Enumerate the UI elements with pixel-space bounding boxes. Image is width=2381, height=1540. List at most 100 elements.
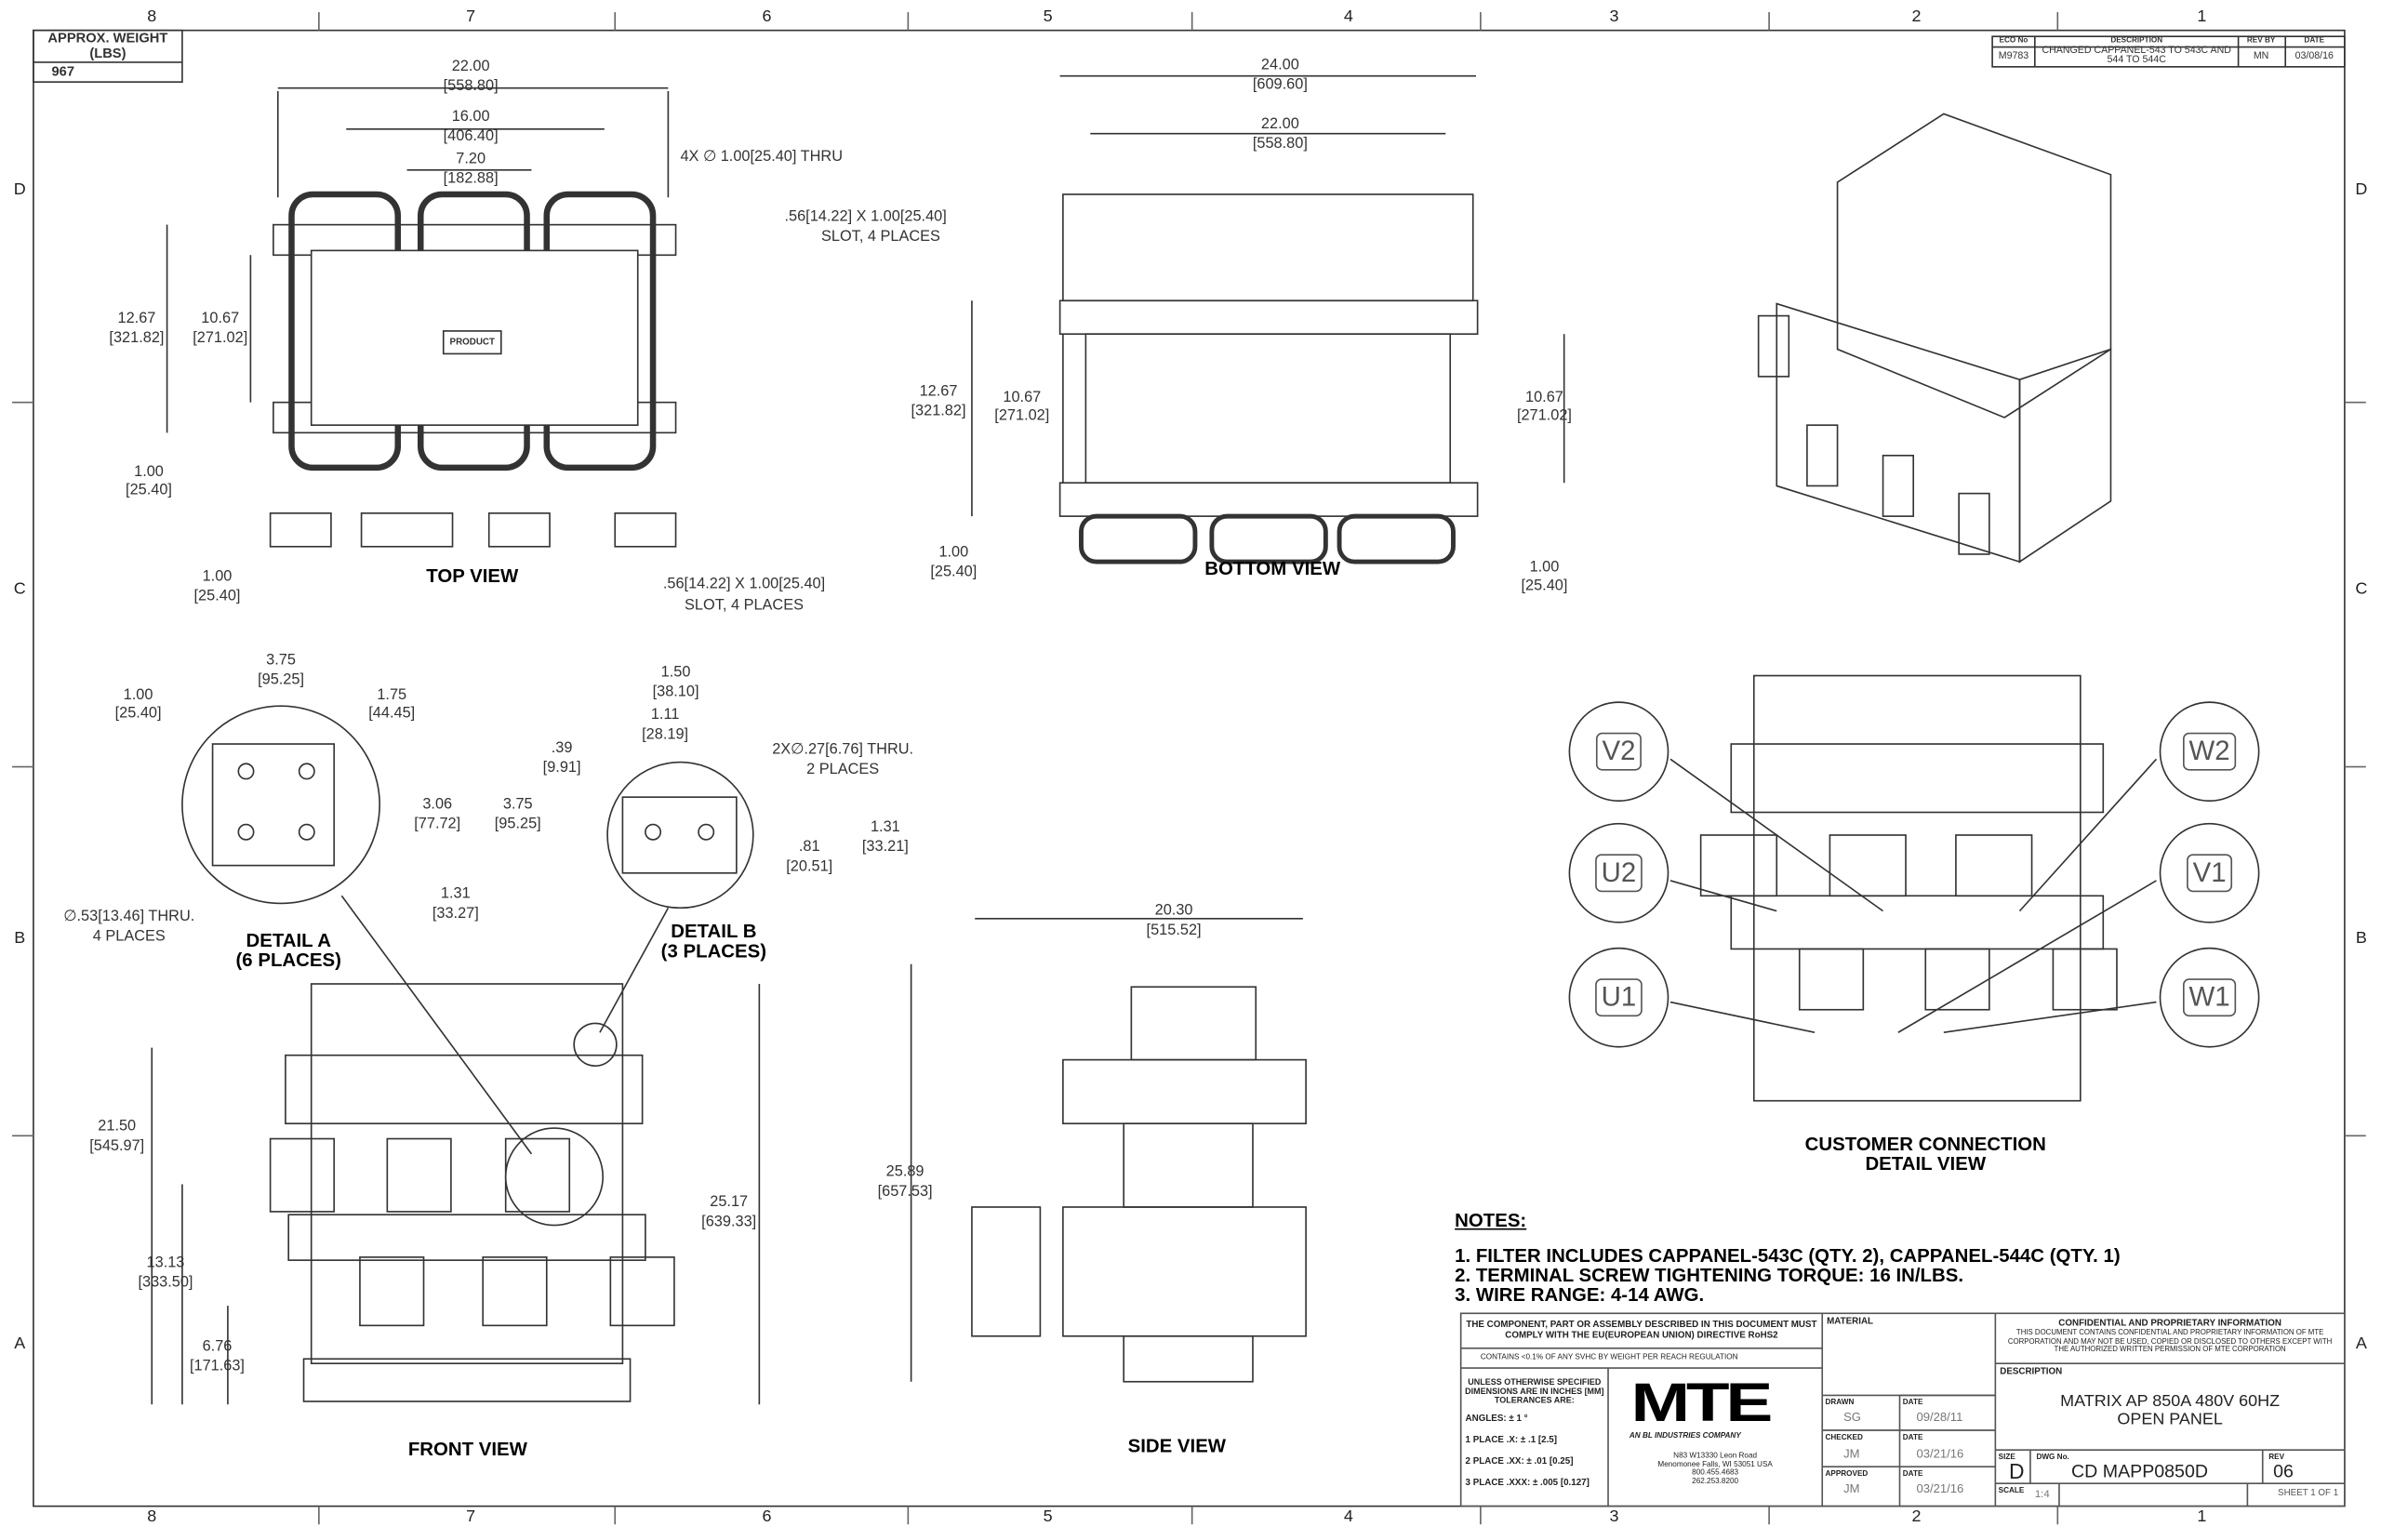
address-line: 800.455.4683 <box>1692 1467 1739 1478</box>
zone-col: 8 <box>147 1507 157 1526</box>
detail-a-drawing <box>181 705 533 1155</box>
confidential-text: THIS DOCUMENT CONTAINS CONFIDENTIAL AND … <box>2007 1330 2333 1355</box>
rev-eco: M9783 <box>1998 50 2029 62</box>
dim: [95.25] <box>494 816 541 833</box>
dim: [182.88] <box>443 170 499 188</box>
checked-label: CHECKED <box>1825 1433 1863 1443</box>
dim: [38.10] <box>652 684 699 701</box>
dim: 2 PLACES <box>806 761 880 778</box>
side-view-drawing <box>910 917 1307 1383</box>
reach-statement: CONTAINS <0.1% OF ANY SVHC BY WEIGHT PER… <box>1480 1352 1738 1362</box>
dim: [515.52] <box>1146 922 1202 939</box>
zone-col: 7 <box>466 7 476 26</box>
rev-by: MN <box>2253 50 2269 62</box>
material-label: MATERIAL <box>1827 1318 1874 1327</box>
address-line: 262.253.8200 <box>1692 1476 1739 1486</box>
dim: 6.76 <box>202 1338 233 1356</box>
dwg-label: DWG No. <box>2036 1453 2069 1463</box>
scale-value: 1:4 <box>2034 1489 2050 1501</box>
connection-label: U1 <box>1595 978 1643 1017</box>
approved-by: JM <box>1843 1481 1860 1496</box>
dim: 1.31 <box>440 885 471 903</box>
dim: 12.67 <box>117 310 156 327</box>
notes-title: NOTES: <box>1455 1210 1527 1232</box>
note-item: 2. TERMINAL SCREW TIGHTENING TORQUE: 16 … <box>1455 1265 1964 1286</box>
dim: .56[14.22] X 1.00[25.40] <box>784 208 947 226</box>
checked-date: 03/21/16 <box>1916 1446 1964 1461</box>
top-view-label: TOP VIEW <box>426 565 519 588</box>
weight-value: 967 <box>51 63 75 79</box>
dim: [25.40] <box>930 564 978 581</box>
drawn-label: DRAWN <box>1825 1398 1855 1408</box>
dim: [44.45] <box>368 705 416 723</box>
dim: 1.00 <box>134 463 164 481</box>
address-line: N83 W13330 Leon Road <box>1673 1451 1758 1461</box>
dim: [77.72] <box>414 816 461 833</box>
connection-callout-v2: V2 <box>1568 701 1669 803</box>
dim: SLOT, 4 PLACES <box>685 597 805 615</box>
detail-b-sub: (3 PLACES) <box>660 940 767 962</box>
dim: 1.75 <box>377 686 407 704</box>
zone-row: C <box>2355 579 2368 599</box>
size-value: D <box>2009 1459 2025 1484</box>
dim: 24.00 <box>1260 57 1299 74</box>
approved-label: APPROVED <box>1825 1469 1869 1480</box>
dim: 3.75 <box>266 652 296 670</box>
tolerance-1place: 1 PLACE .X: ± .1 [2.5] <box>1465 1436 1558 1446</box>
zone-col: 7 <box>466 1507 476 1526</box>
dwg-number: CD MAPP0850D <box>2071 1460 2209 1482</box>
rev-header-date: DATE <box>2304 36 2325 46</box>
connection-callout-w1: W1 <box>2159 947 2260 1048</box>
description-line1: MATRIX AP 850A 480V 60HZ <box>2060 1392 2281 1411</box>
date-label: DATE <box>1902 1398 1923 1408</box>
connection-callout-v1: V1 <box>2159 822 2260 923</box>
rohs-statement: THE COMPONENT, PART OR ASSEMBLY DESCRIBE… <box>1466 1321 1817 1341</box>
date-label: DATE <box>1902 1469 1923 1480</box>
checked-by: JM <box>1843 1446 1860 1461</box>
dim: 10.67 <box>1003 389 1042 406</box>
dim: 1.00 <box>202 568 233 586</box>
zone-col: 4 <box>1343 1507 1353 1526</box>
dim: 12.67 <box>919 383 958 401</box>
zone-row: C <box>13 579 26 599</box>
dim: [321.82] <box>109 330 165 348</box>
side-view-label: SIDE VIEW <box>1127 1435 1227 1457</box>
mte-logo: MTE <box>1630 1371 1774 1434</box>
zone-row: B <box>14 929 26 948</box>
dim: .39 <box>551 739 573 757</box>
dim: [639.33] <box>701 1214 757 1231</box>
description-line2: OPEN PANEL <box>2117 1410 2223 1429</box>
dim: [558.80] <box>443 78 499 96</box>
dim: 4X ∅ 1.00[25.40] THRU <box>680 149 844 166</box>
zone-col: 2 <box>1911 7 1922 26</box>
dim: SLOT, 4 PLACES <box>820 228 940 246</box>
note-item: 3. WIRE RANGE: 4-14 AWG. <box>1455 1284 1705 1307</box>
dim: [271.02] <box>994 407 1050 425</box>
zone-col: 1 <box>2197 1507 2207 1526</box>
dim: [20.51] <box>786 858 833 876</box>
scale-label: SCALE <box>1998 1486 2025 1496</box>
dim: [25.40] <box>126 482 172 499</box>
connection-label: U2 <box>1595 854 1643 893</box>
connection-label: V2 <box>1595 732 1642 771</box>
dim: [321.82] <box>911 403 966 420</box>
rev-header-by: REV BY <box>2246 36 2276 46</box>
connection-callout-u1: U1 <box>1568 947 1669 1048</box>
top-view-drawing <box>166 86 677 548</box>
dim: 1.00 <box>938 544 969 562</box>
dim: 16.00 <box>451 108 490 126</box>
approved-date: 03/21/16 <box>1916 1481 1964 1496</box>
dim: 2X∅.27[6.76] THRU. <box>772 741 914 759</box>
dim: [333.50] <box>138 1274 193 1292</box>
detail-a-sub: (6 PLACES) <box>235 949 341 972</box>
drawn-by: SG <box>1843 1410 1861 1425</box>
dim: 1.31 <box>870 818 900 836</box>
zone-row: A <box>14 1334 26 1353</box>
front-view-drawing <box>151 983 761 1405</box>
dim: [271.02] <box>1516 407 1572 425</box>
dim: [609.60] <box>1252 76 1308 94</box>
dim: 21.50 <box>98 1118 137 1135</box>
dim: [95.25] <box>258 671 305 689</box>
tolerance-angles: ANGLES: ± 1 ° <box>1465 1414 1528 1425</box>
